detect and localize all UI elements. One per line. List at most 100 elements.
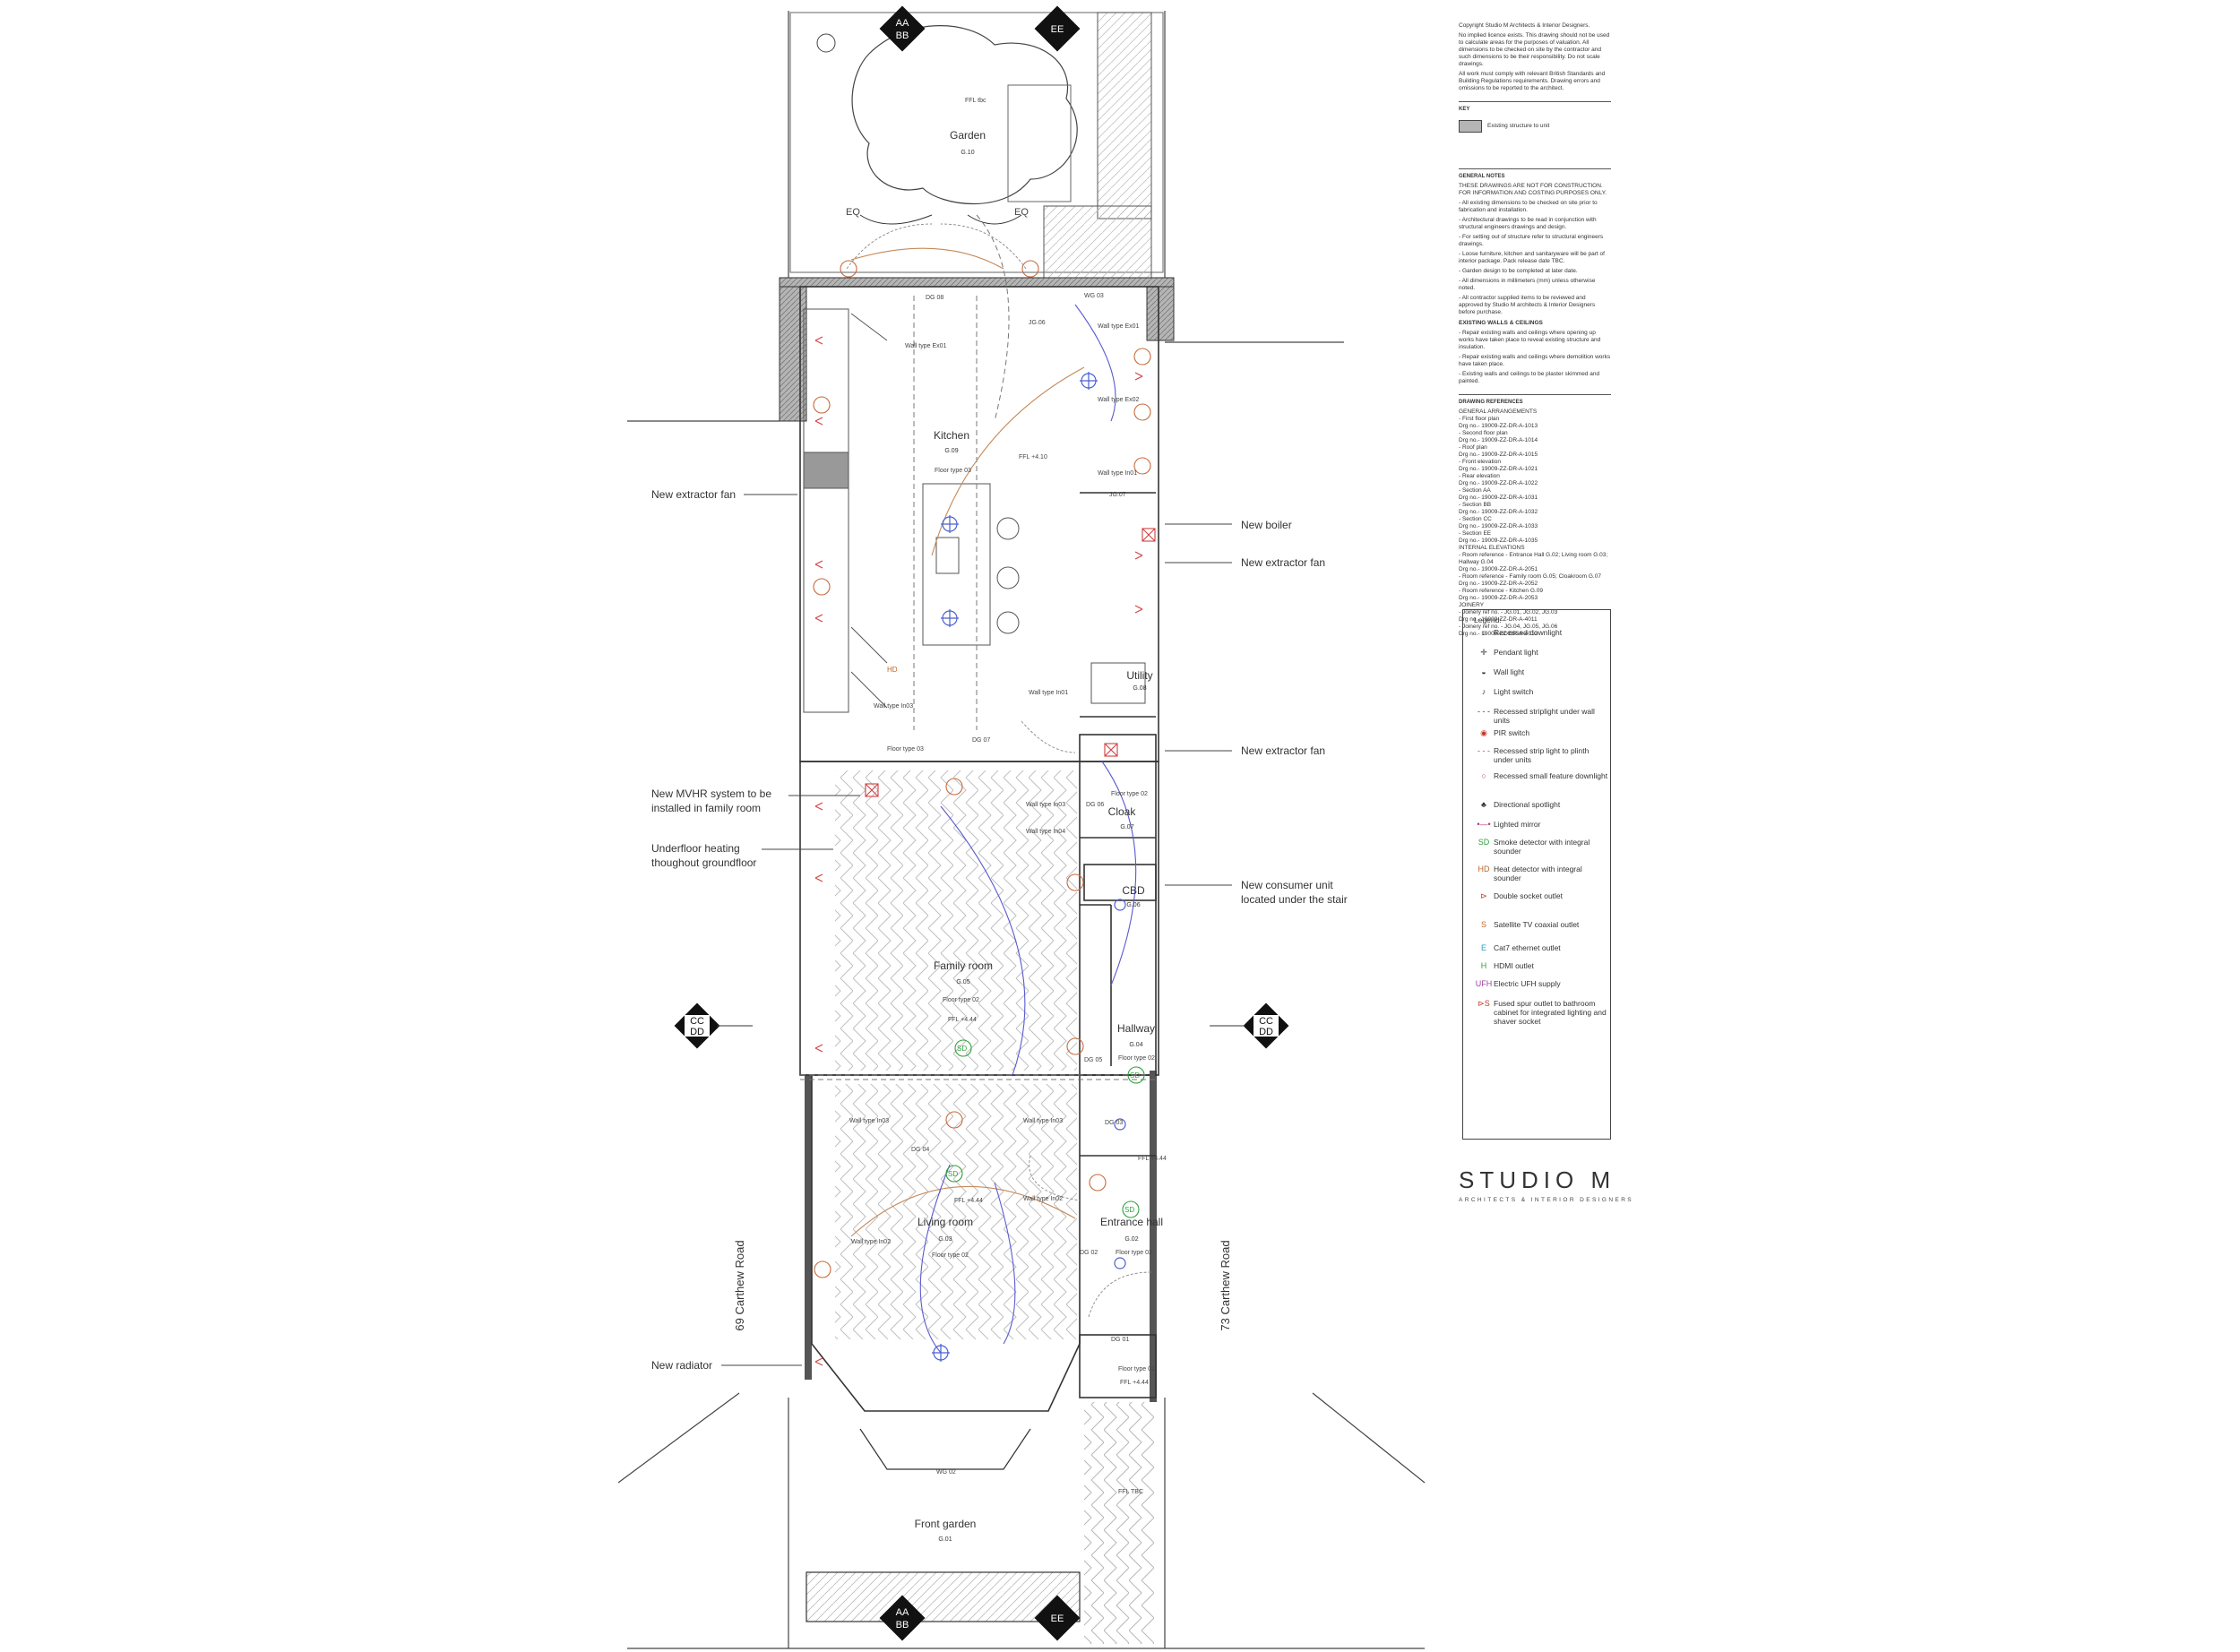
window-tag: WG 02 bbox=[936, 1469, 956, 1476]
wall-tag: Wall type In03 bbox=[1023, 1118, 1063, 1124]
door-tag: DG 07 bbox=[972, 737, 990, 744]
callouts: New extractor fan New boiler New extract… bbox=[651, 488, 1348, 1372]
callout-mvhr-1: New MVHR system to be bbox=[651, 787, 771, 800]
section-markers: AA BB EE AA BB EE CC DD CC DD bbox=[674, 5, 1289, 1641]
neighbour-road-left: 69 Carthew Road bbox=[733, 1240, 746, 1330]
drawing-reference: Drg no.- 19009-ZZ-DR-A-1033 bbox=[1459, 523, 1538, 529]
legend-label: Recessed strip light to plinth under uni… bbox=[1494, 746, 1590, 764]
section-mark-ee-bottom: EE bbox=[1051, 1613, 1064, 1624]
legend-symbol-icon: - - - bbox=[1478, 746, 1490, 755]
legend-symbol-icon: H bbox=[1480, 961, 1487, 970]
ffl-tag: FFL tbc bbox=[965, 98, 986, 104]
floor-tag: Floor type 02 bbox=[1118, 1055, 1155, 1062]
legend-label: Double socket outlet bbox=[1494, 891, 1564, 900]
callout-consumer-unit-2: located under the stair bbox=[1241, 893, 1348, 906]
drawing-reference: Drg no.- 19009-ZZ-DR-A-1031 bbox=[1459, 495, 1538, 501]
legend-symbol-icon: ◉ bbox=[1480, 728, 1487, 737]
note: - Architectural drawings to be read in c… bbox=[1459, 217, 1597, 230]
notes-heading: GENERAL NOTES bbox=[1459, 168, 1611, 180]
wall-tag: Wall type In03 bbox=[1026, 802, 1065, 808]
drawing-reference: - Rear elevation bbox=[1459, 473, 1500, 479]
copyright-line: All work must comply with relevant Briti… bbox=[1459, 71, 1606, 91]
callout-extractor-cloak: New extractor fan bbox=[1241, 744, 1325, 757]
drawing-reference: - Roof plan bbox=[1459, 444, 1487, 451]
drawing-reference: - Section BB bbox=[1459, 502, 1492, 508]
legend-label: Recessed small feature downlight bbox=[1494, 771, 1608, 780]
note: - Loose furniture, kitchen and sanitaryw… bbox=[1459, 251, 1605, 264]
title-block-notes: Copyright Studio M Architects & Interior… bbox=[1459, 20, 1611, 638]
section-mark-cc-right: CC bbox=[1259, 1016, 1273, 1027]
legend-item: ○Recessed small feature downlight bbox=[1474, 771, 1608, 780]
drawing-reference: Drg no.- 19009-ZZ-DR-A-1021 bbox=[1459, 466, 1538, 472]
legend-symbol-icon: E bbox=[1480, 943, 1486, 952]
key-label: Existing structure to unit bbox=[1487, 123, 1550, 129]
drawing-reference: Drg no.- 19009-ZZ-DR-A-2052 bbox=[1459, 581, 1538, 587]
legend-label: Smoke detector with integral sounder bbox=[1494, 838, 1590, 856]
legend-item: - - - Recessed strip light to plinth unde… bbox=[1474, 746, 1608, 764]
drawing-reference: - Section AA bbox=[1459, 487, 1491, 494]
room-utility-tag: G.08 bbox=[1133, 685, 1146, 692]
ffl-tag: FFL +4.44 bbox=[954, 1198, 983, 1204]
legend-symbol-icon: ♣ bbox=[1481, 800, 1486, 809]
drawing-reference: Drg no.- 19009-ZZ-DR-A-1015 bbox=[1459, 452, 1538, 458]
ffl-tag: FFL +4.10 bbox=[1019, 454, 1047, 460]
drawing-reference: - Front elevation bbox=[1459, 459, 1501, 465]
callout-ufh-1: Underfloor heating bbox=[651, 842, 740, 855]
room-front-garden-tag: G.01 bbox=[938, 1536, 952, 1543]
legend-item: - - -Recessed striplight under wall unit… bbox=[1474, 707, 1608, 725]
legend-item: ○Recessed downlight bbox=[1474, 628, 1608, 637]
legend-symbol-icon: ⊳ bbox=[1480, 891, 1487, 900]
note: - Repair existing walls and ceilings whe… bbox=[1459, 330, 1601, 350]
copyright-notes: Copyright Studio M Architects & Interior… bbox=[1459, 22, 1611, 92]
kitchen-fittings bbox=[803, 308, 1146, 713]
legend-item: ✛Pendant light bbox=[1474, 648, 1608, 658]
legend-label: Directional spotlight bbox=[1494, 800, 1561, 809]
plan-tags: Wall type Ex01 Wall type Ex01 Wall type … bbox=[846, 98, 1167, 1495]
note: THESE DRAWINGS ARE NOT FOR CONSTRUCTION.… bbox=[1459, 183, 1607, 196]
note: - All contractor supplied items to be re… bbox=[1459, 295, 1596, 315]
floor-tag: Floor type 02 bbox=[943, 997, 979, 1003]
door-tag: DG 03 bbox=[1105, 1120, 1123, 1126]
section-mark-aa: AA bbox=[896, 18, 909, 29]
legend-label: Cat7 ethernet outlet bbox=[1494, 943, 1561, 952]
callout-extractor-utility: New extractor fan bbox=[1241, 556, 1325, 569]
callout-ufh-2: thoughout groundfloor bbox=[651, 856, 756, 869]
drawing-reference: INTERNAL ELEVATIONS bbox=[1459, 545, 1525, 551]
general-notes: THESE DRAWINGS ARE NOT FOR CONSTRUCTION.… bbox=[1459, 183, 1611, 316]
floor-tag: Floor type 03 bbox=[935, 468, 971, 474]
room-cloak-tag: G.07 bbox=[1120, 824, 1133, 830]
window-tag: WG 03 bbox=[1084, 293, 1104, 299]
callout-consumer-unit-1: New consumer unit bbox=[1241, 879, 1333, 891]
drawing-reference: - First floor plan bbox=[1459, 416, 1500, 422]
legend-symbol-icon: UFH bbox=[1475, 979, 1493, 988]
legend-symbol-icon: ◒ bbox=[1481, 667, 1486, 676]
drawing-reference: Drg no.- 19009-ZZ-DR-A-4012 bbox=[1459, 631, 1538, 637]
drawing-reference: Drg no.- 19009-ZZ-DR-A-1035 bbox=[1459, 538, 1538, 544]
eq-mark: EQ bbox=[1014, 207, 1029, 218]
legend-label: Fused spur outlet to bathroom cabinet fo… bbox=[1494, 999, 1607, 1026]
drawing-reference: Drg no.- 19009-ZZ-DR-A-1022 bbox=[1459, 480, 1538, 486]
brand-subtitle: ARCHITECTS & INTERIOR DESIGNERS bbox=[1459, 1197, 1634, 1203]
floor-tag: Floor type 02 bbox=[1111, 791, 1148, 797]
ffl-tag: FFL +4.44 bbox=[1138, 1156, 1167, 1162]
section-mark-bb-bottom: BB bbox=[896, 1620, 909, 1630]
walls-notes: - Repair existing walls and ceilings whe… bbox=[1459, 330, 1611, 385]
drawing-reference: - Second floor plan bbox=[1459, 430, 1508, 436]
wall-tag: Wall type In04 bbox=[1026, 829, 1065, 835]
room-cbd-tag: G.06 bbox=[1126, 902, 1140, 908]
legend-symbol-icon: ♪ bbox=[1481, 687, 1486, 696]
legend-symbol-icon: ○ bbox=[1481, 628, 1486, 637]
floor-tag: Floor type 01 bbox=[1118, 1366, 1155, 1372]
drawing-reference: Drg no.- 19009-ZZ-DR-A-2053 bbox=[1459, 595, 1538, 601]
smoke-detector: SD bbox=[1124, 1206, 1134, 1214]
drawing-reference: - Section EE bbox=[1459, 530, 1492, 537]
wall-tag: Wall type In03 bbox=[849, 1118, 889, 1124]
wall-tag: Wall type In03 bbox=[874, 703, 913, 710]
drawing-reference: JOINERY bbox=[1459, 602, 1485, 608]
legend-item: E Cat7 ethernet outlet bbox=[1474, 943, 1608, 952]
section-mark-dd-left: DD bbox=[690, 1027, 704, 1037]
drawing-reference: GENERAL ARRANGEMENTS bbox=[1459, 409, 1538, 415]
